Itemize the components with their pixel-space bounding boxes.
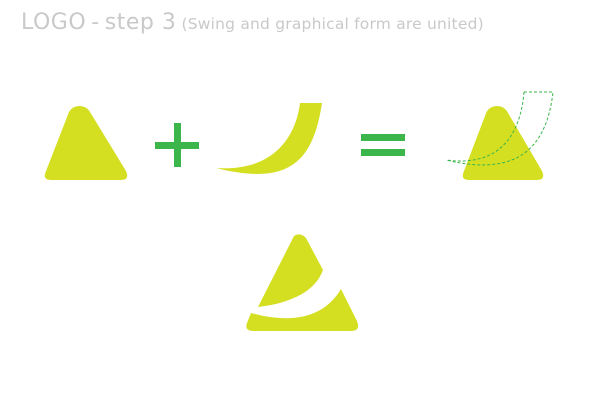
heading-title: LOGO [21, 10, 87, 35]
equals-operator-icon [361, 134, 405, 156]
equals-top-bar [361, 134, 405, 141]
heading-step: step 3 [104, 10, 177, 35]
equals-bottom-bar [361, 149, 405, 156]
swing-guide-outer [445, 91, 554, 166]
swing-guide-inner [445, 91, 525, 162]
heading-subtitle: (Swing and graphical form are united) [181, 15, 484, 33]
triangle-shape [44, 106, 128, 180]
heading-separator: - [91, 10, 100, 35]
plus-vertical-bar [174, 123, 181, 167]
combined-icon [445, 91, 554, 180]
final-logo-icon [246, 234, 359, 331]
swing-icon [216, 103, 322, 174]
combined-triangle-shape [462, 106, 544, 180]
swing-shape [216, 103, 322, 174]
plus-operator-icon [155, 123, 199, 167]
triangle-icon [44, 106, 128, 180]
page-heading: LOGO - step 3 (Swing and graphical form … [21, 12, 484, 34]
final-logo-lower-piece [246, 289, 359, 331]
final-logo-upper-piece [258, 234, 323, 307]
